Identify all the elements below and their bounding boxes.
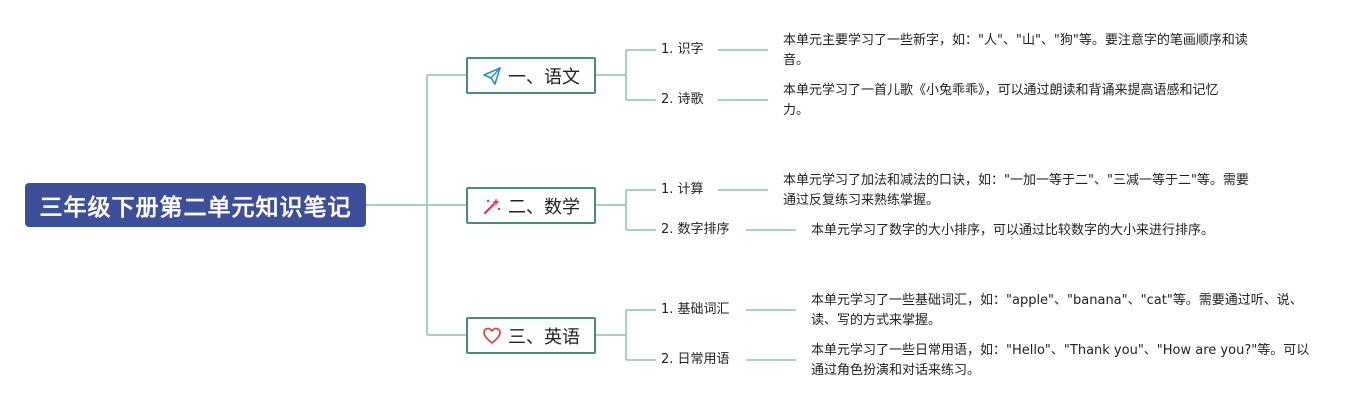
subject-math-node[interactable]: 二、数学: [466, 187, 596, 224]
topic-calculation[interactable]: 1. 计算: [661, 182, 704, 197]
magic-wand-icon: [482, 196, 502, 216]
root-topic[interactable]: 三年级下册第二单元知识笔记: [25, 183, 366, 227]
topic-basic-vocabulary[interactable]: 1. 基础词汇: [661, 302, 730, 317]
topic-daily-phrases[interactable]: 2. 日常用语: [661, 352, 730, 367]
subject-label: 一、语文: [508, 66, 580, 88]
subject-label: 三、英语: [508, 326, 580, 348]
note-literacy: 本单元主要学习了一些新字，如："人"、"山"、"狗"等。要注意字的笔画顺序和读 …: [783, 33, 1248, 68]
note-calculation: 本单元学习了加法和减法的口诀，如："一加一等于二"、"三减一等于二"等。需要 通…: [783, 173, 1249, 208]
heart-icon: [482, 326, 502, 346]
topic-literacy[interactable]: 1. 识字: [661, 42, 704, 57]
note-daily-phrases: 本单元学习了一些日常用语，如："Hello"、"Thank you"、"How …: [811, 343, 1310, 378]
note-poetry: 本单元学习了一首儿歌《小兔乖乖》，可以通过朗读和背诵来提高语感和记忆 力。: [783, 83, 1219, 118]
subject-english-node[interactable]: 三、英语: [466, 317, 596, 354]
topic-poetry[interactable]: 2. 诗歌: [661, 92, 704, 107]
root-title: 三年级下册第二单元知识笔记: [39, 195, 352, 221]
subject-chinese-node[interactable]: 一、语文: [466, 57, 596, 94]
note-basic-vocabulary: 本单元学习了一些基础词汇，如："apple"、"banana"、"cat"等。需…: [811, 293, 1303, 328]
subject-label: 二、数学: [508, 196, 580, 218]
topic-number-sorting[interactable]: 2. 数字排序: [661, 222, 730, 237]
note-number-sorting: 本单元学习了数字的大小排序，可以通过比较数字的大小来进行排序。: [811, 223, 1215, 238]
paper-plane-icon: [482, 66, 502, 86]
